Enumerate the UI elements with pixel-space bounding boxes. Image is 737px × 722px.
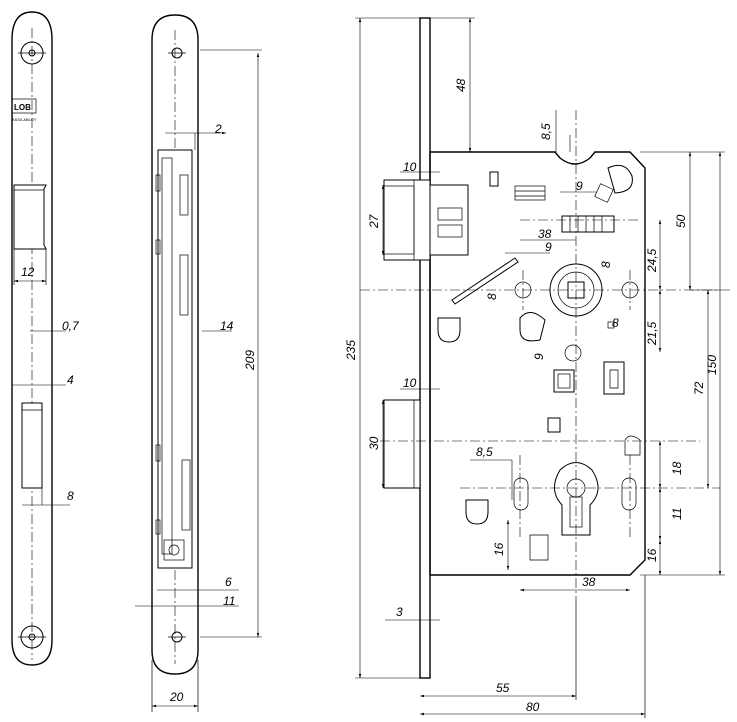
dim-body-21-5: 21,5 (645, 321, 659, 346)
dim-body-30: 30 (367, 436, 381, 450)
dim-faceplate-4: 4 (67, 373, 74, 387)
dim-body-16-right: 16 (645, 548, 659, 562)
dim-body-55: 55 (496, 681, 510, 695)
dim-body-16-left: 16 (492, 542, 506, 556)
dim-body-72: 72 (692, 381, 706, 395)
dim-side-14: 14 (220, 319, 234, 333)
dim-body-9-mid: 9 (545, 240, 552, 254)
dim-body-3: 3 (396, 605, 403, 619)
dim-side-6: 6 (225, 575, 232, 589)
lock-body-view (355, 17, 730, 718)
dim-body-8-5-bottom: 8,5 (476, 445, 493, 459)
dim-body-18: 18 (670, 461, 684, 475)
brand-subtitle: ASSA ABLOY (12, 117, 37, 122)
dim-side-11: 11 (223, 594, 235, 608)
dim-faceplate-12: 12 (21, 265, 35, 279)
dim-faceplate-8: 8 (67, 489, 74, 503)
faceplate-front-view: LOB ASSA ABLOY (11, 11, 70, 666)
dim-body-50: 50 (674, 214, 688, 228)
dim-body-8-right: 8 (599, 261, 613, 268)
dim-body-8-small: 8 (612, 316, 619, 330)
dim-body-80: 80 (526, 700, 540, 714)
dim-side-209: 209 (243, 350, 257, 371)
dim-body-27: 27 (367, 213, 381, 229)
lock-side-view (135, 14, 262, 712)
dim-body-24-5: 24,5 (645, 248, 659, 273)
dim-body-38-top: 38 (538, 227, 552, 241)
dim-faceplate-0-7: 0,7 (62, 319, 80, 333)
dim-body-235: 235 (344, 340, 358, 361)
brand-logo: LOB ASSA ABLOY (11, 98, 37, 122)
dim-body-48: 48 (454, 78, 468, 92)
dim-body-8-5-top: 8,5 (539, 123, 553, 140)
dim-body-9-top: 9 (576, 179, 583, 193)
dim-body-8-left: 8 (485, 293, 499, 300)
dim-side-20: 20 (169, 690, 184, 704)
dim-body-10-top: 10 (403, 160, 417, 174)
dim-body-10-bolt: 10 (403, 376, 417, 390)
dim-body-150: 150 (705, 355, 719, 375)
dim-body-diameter-9: 9 (532, 353, 546, 360)
dim-body-11: 11 (670, 508, 684, 520)
brand-logo-text: LOB (14, 103, 31, 112)
dim-side-2: 2 (214, 122, 222, 136)
dim-body-38-bottom: 38 (582, 575, 596, 589)
